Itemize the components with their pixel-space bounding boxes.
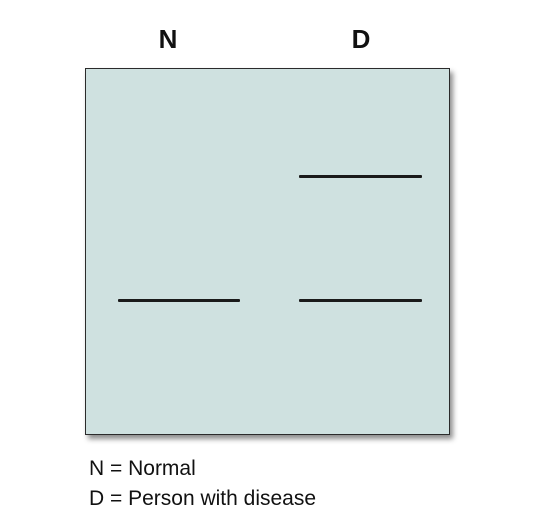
band-normal-lane bbox=[118, 299, 240, 302]
band-disease-lane-lower bbox=[299, 299, 422, 302]
legend-item-normal: N = Normal bbox=[89, 457, 196, 480]
lane-label-disease: D bbox=[351, 24, 371, 54]
legend-item-disease: D = Person with disease bbox=[89, 487, 317, 510]
band-disease-lane-upper bbox=[299, 175, 422, 178]
legend: N = Normal D = Person with disease bbox=[89, 454, 316, 514]
lane-label-normal: N bbox=[158, 24, 178, 54]
gel-panel bbox=[85, 68, 450, 435]
